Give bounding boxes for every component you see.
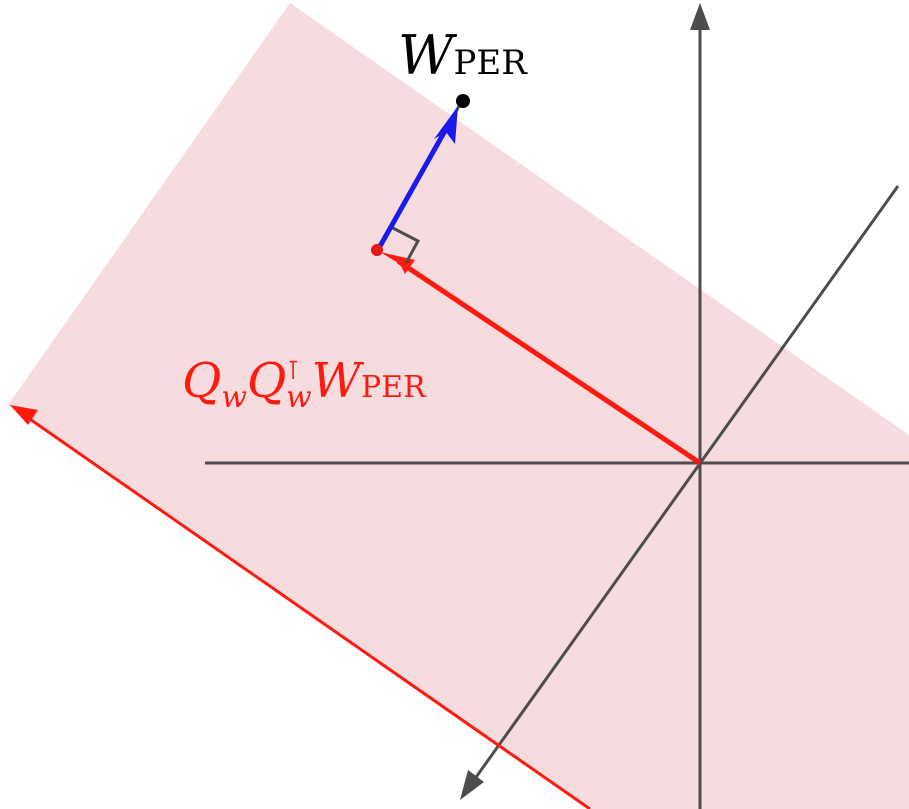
projection-label: QwQ⊺wWPER — [182, 353, 427, 415]
projection-label-transpose: ⊺ — [286, 356, 300, 386]
point-label: WPER — [398, 24, 528, 87]
projection-vector — [396, 258, 702, 466]
point-label-subscript: PER — [454, 43, 529, 83]
projected-point — [371, 244, 383, 256]
point-w-per — [456, 94, 470, 108]
projection-arrowhead — [380, 252, 415, 274]
plane-edge-arrowhead — [10, 405, 38, 425]
residual-vector — [376, 120, 453, 250]
projection-label-w2: w — [286, 380, 312, 415]
vertical-axis-arrowhead — [690, 3, 710, 30]
column-space-plane — [8, 3, 909, 809]
projection-label-q1: Q — [182, 353, 221, 409]
projection-label-w: W — [312, 353, 365, 409]
diagonal-axis — [472, 185, 900, 781]
projection-label-subscript: PER — [361, 370, 427, 405]
projection-label-w1: w — [221, 380, 247, 415]
projection-label-q2: Q — [247, 353, 286, 409]
diagonal-axis-arrowhead — [460, 770, 484, 800]
right-angle-mark — [388, 224, 421, 264]
plane-edge-arrow — [23, 413, 591, 809]
residual-arrowhead — [434, 106, 458, 144]
point-label-symbol: W — [398, 24, 458, 87]
